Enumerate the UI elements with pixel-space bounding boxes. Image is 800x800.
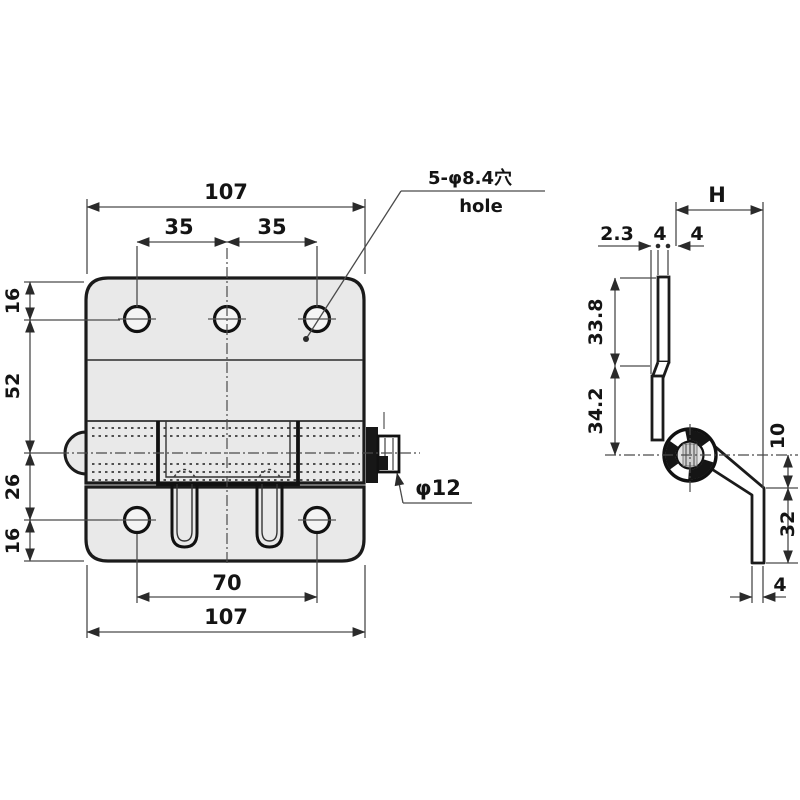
side-dimensions <box>598 202 798 603</box>
pin-end-dark-detail <box>379 456 388 470</box>
dim-upper-thickness-label: 4 <box>653 223 666 245</box>
slot-hidden-arc-left <box>173 468 196 478</box>
side-lower-strip <box>650 374 665 442</box>
side-jog <box>652 362 669 378</box>
dim-bottom-width-label: 107 <box>204 605 248 629</box>
upper-leaf-plate <box>84 276 366 485</box>
slot-right-outer <box>255 484 284 549</box>
front-dimensions <box>24 190 545 638</box>
bottom-hole-row <box>118 505 336 535</box>
dim-face-offset-label: 4 <box>690 223 703 245</box>
slot-right-inner <box>261 484 278 542</box>
side-upper-strip <box>656 275 671 364</box>
dim-leg-thickness-label: 4 <box>773 574 786 596</box>
pin-head-bump <box>63 430 88 476</box>
dim-hole-spacing-left-label: 35 <box>164 215 193 239</box>
dim-plane-offset-label: 2.3 <box>600 223 634 245</box>
lower-leaf-plate <box>84 485 366 563</box>
dim-leg-length-label: 32 <box>777 511 799 537</box>
slot-left-inner <box>176 484 193 542</box>
knuckle-cutout-inner <box>165 421 291 478</box>
side-view: H 2.3 4 4 33.8 34.2 10 32 4 <box>585 183 799 603</box>
pin-diameter-label: φ12 <box>415 476 461 500</box>
dim-upper-leaf-length-label: 33.8 <box>585 299 607 346</box>
dim-lower-leaf-length-label: 34.2 <box>585 388 607 435</box>
front-view: 107 35 35 16 52 26 16 70 107 5-φ8.4穴 hol… <box>2 167 545 638</box>
dim-left-upper-label: 52 <box>2 373 24 399</box>
dim-height-ref-label: H <box>708 183 726 207</box>
dim-hole-spacing-right-label: 35 <box>257 215 286 239</box>
dim-top-width-label: 107 <box>204 180 248 204</box>
dim-left-bottom-label: 16 <box>2 528 24 554</box>
holes-callout-label: 5-φ8.4穴 <box>428 167 512 189</box>
dim-left-top-label: 16 <box>2 288 24 314</box>
dim-left-mid-label: 26 <box>2 474 24 500</box>
pin-washer-hatched <box>366 427 378 483</box>
slot-hidden-arc-right <box>258 468 281 478</box>
dim-slot-spacing-label: 70 <box>212 571 241 595</box>
dim-pivot-drop-label: 10 <box>767 423 789 449</box>
slot-left-outer <box>170 484 199 549</box>
holes-callout-en-label: hole <box>459 196 503 217</box>
barrel-hidden-rows <box>92 427 360 481</box>
